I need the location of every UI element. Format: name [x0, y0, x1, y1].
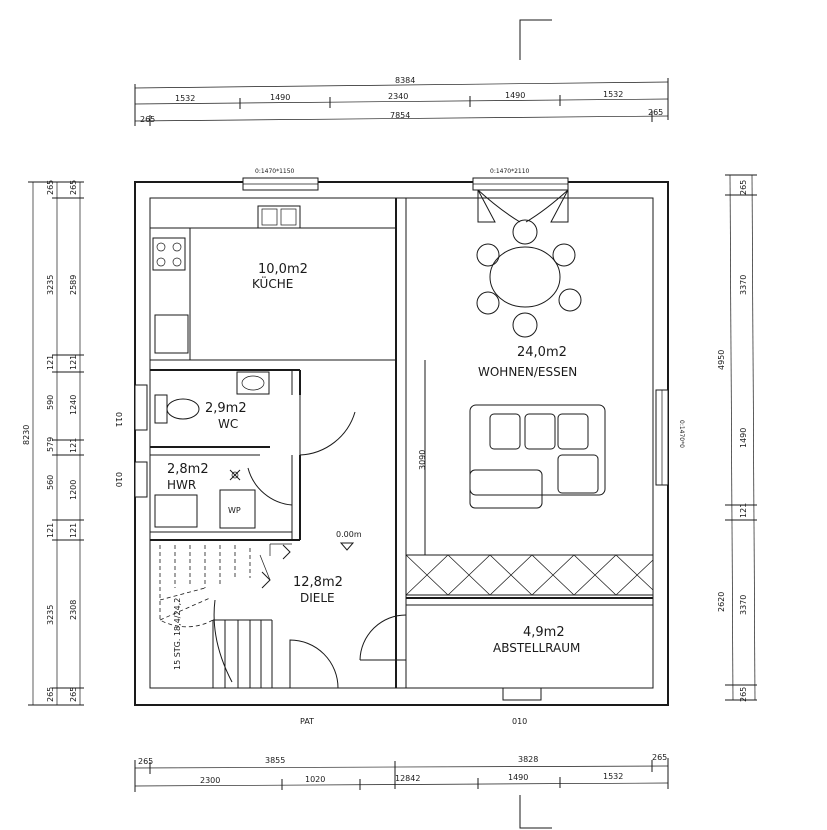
- dim-bottom-outer-2: 3855: [265, 756, 285, 765]
- stairs-label: 15 STG. 18,4/24,2: [173, 598, 182, 670]
- walls: [134, 181, 669, 706]
- dim-top-seg-5: 1532: [603, 90, 623, 99]
- dim-left-outer-6: 3235: [46, 605, 55, 625]
- dim-top-seg-1: 1532: [175, 94, 195, 103]
- dim-bottom-inner-3: 12842: [395, 774, 420, 783]
- dim-left-outer-4: 579: [46, 437, 55, 452]
- dim-bottom-inner-1: 2300: [200, 776, 220, 785]
- window-label-storage: 010: [512, 717, 527, 726]
- dim-left-inner-7: 121: [69, 523, 78, 538]
- wc-area: 2,9m2: [205, 401, 247, 416]
- dim-left-wc-2: 560: [46, 475, 55, 490]
- door-label-front: PAT: [300, 717, 314, 726]
- dim-bottom-outer-4: 265: [652, 753, 667, 762]
- dim-left-outer-5: 121: [46, 523, 55, 538]
- height-label: 3090: [418, 450, 427, 470]
- dim-left-inner-8: 2308: [69, 600, 78, 620]
- section-marker-bottom: [519, 795, 552, 829]
- dim-right-outer-5: 265: [739, 687, 748, 702]
- room-labels: 10,0m2 KÜCHE 24,0m2 WOHNEN/ESSEN 2,9m2 W…: [167, 262, 580, 655]
- hall-area: 12,8m2: [293, 575, 343, 590]
- windows: 0:1470*1150 0:1470*2110 0:1470*0 011 010…: [114, 168, 685, 726]
- dim-bottom-inner-4: 1490: [508, 773, 528, 782]
- dim-top-seg-3: 2340: [388, 92, 408, 101]
- utility-area: 2,8m2: [167, 462, 209, 477]
- dim-right-outer-4: 3370: [739, 595, 748, 615]
- window-label-kitchen: 0:1470*1150: [255, 168, 295, 175]
- window-label-living-top: 0:1470*2110: [490, 168, 530, 175]
- kitchen-fixtures: [149, 197, 397, 361]
- level-label: 0.00m: [336, 530, 362, 539]
- kitchen-area: 10,0m2: [258, 262, 308, 277]
- doors: [247, 395, 407, 689]
- dim-right-outer-1: 265: [739, 180, 748, 195]
- wc-fixtures: [154, 371, 270, 424]
- dim-left-outer-7: 265: [46, 687, 55, 702]
- dim-left-outer-1: 265: [46, 180, 55, 195]
- dimension-left: 8230 265 3235 121 590 579 560 121 3235 2…: [22, 180, 84, 706]
- dim-left-outer-3: 121: [46, 355, 55, 370]
- dim-left-inner-2: 2589: [69, 275, 78, 295]
- heat-pump-label: WP: [228, 506, 241, 515]
- sofa: [469, 404, 606, 509]
- kitchen-name: KÜCHE: [252, 275, 293, 291]
- dim-left-outer-2: 3235: [46, 275, 55, 295]
- dining-set: [476, 189, 582, 338]
- dim-top-seg-2: 1490: [270, 93, 290, 102]
- cupboard-crossed: [405, 554, 654, 596]
- dim-left-inner-4: 1240: [69, 395, 78, 415]
- dim-right-inner-2: 2620: [717, 592, 726, 612]
- hall-name: DIELE: [300, 591, 335, 605]
- dim-left-inner-6: 1200: [69, 480, 78, 500]
- dim-left-inner-3: 121: [69, 355, 78, 370]
- dim-bottom-inner-5: 1532: [603, 772, 623, 781]
- window-label-wc: 011: [114, 412, 123, 427]
- storage-name: ABSTELLRAUM: [493, 641, 580, 655]
- dim-left-inner-5: 121: [69, 438, 78, 453]
- dimension-bottom: 265 3855 3828 265 2300 1020 12842 1490 1…: [134, 753, 669, 792]
- dim-top-seg-4: 1490: [505, 91, 525, 100]
- dim-left-inner-9: 265: [69, 687, 78, 702]
- dim-top-inner-1: 265: [140, 115, 155, 124]
- dim-right-outer-2: 3370: [739, 275, 748, 295]
- dim-top-inner-2: 7854: [390, 111, 410, 120]
- section-marker-top: [519, 19, 552, 60]
- dimension-top: 8384 1532 1490 2340 1490 1532 265 7854 2…: [134, 76, 669, 126]
- dim-right-total: 4950: [717, 350, 726, 370]
- dim-right-inner-1: 1490: [739, 428, 748, 448]
- wc-name: WC: [218, 417, 238, 431]
- dimension-right: 265 3370 121 3370 265 4950 1490 2620: [717, 174, 757, 702]
- level-marker: 0.00m: [336, 530, 362, 551]
- hwr-fixtures: WP: [154, 469, 256, 529]
- dim-bottom-outer-1: 265: [138, 757, 153, 766]
- dim-left-inner-1: 265: [69, 180, 78, 195]
- dim-bottom-outer-3: 3828: [518, 755, 538, 764]
- window-label-living-east: 0:1470*0: [678, 420, 685, 448]
- living-name: WOHNEN/ESSEN: [478, 365, 577, 379]
- utility-name: HWR: [167, 478, 196, 492]
- dim-top-total: 8384: [395, 76, 415, 85]
- living-area: 24,0m2: [517, 345, 567, 360]
- dim-right-outer-3: 121: [739, 503, 748, 518]
- staircase: 15 STG. 18,4/24,2: [159, 543, 292, 688]
- window-label-hwr: 010: [114, 472, 123, 487]
- dim-left-wc-1: 590: [46, 395, 55, 410]
- drain-icon: [229, 469, 241, 481]
- dim-left-total: 8230: [22, 425, 31, 445]
- storage-area: 4,9m2: [523, 625, 565, 640]
- dim-bottom-inner-2: 1020: [305, 775, 325, 784]
- dim-top-inner-3: 265: [648, 108, 663, 117]
